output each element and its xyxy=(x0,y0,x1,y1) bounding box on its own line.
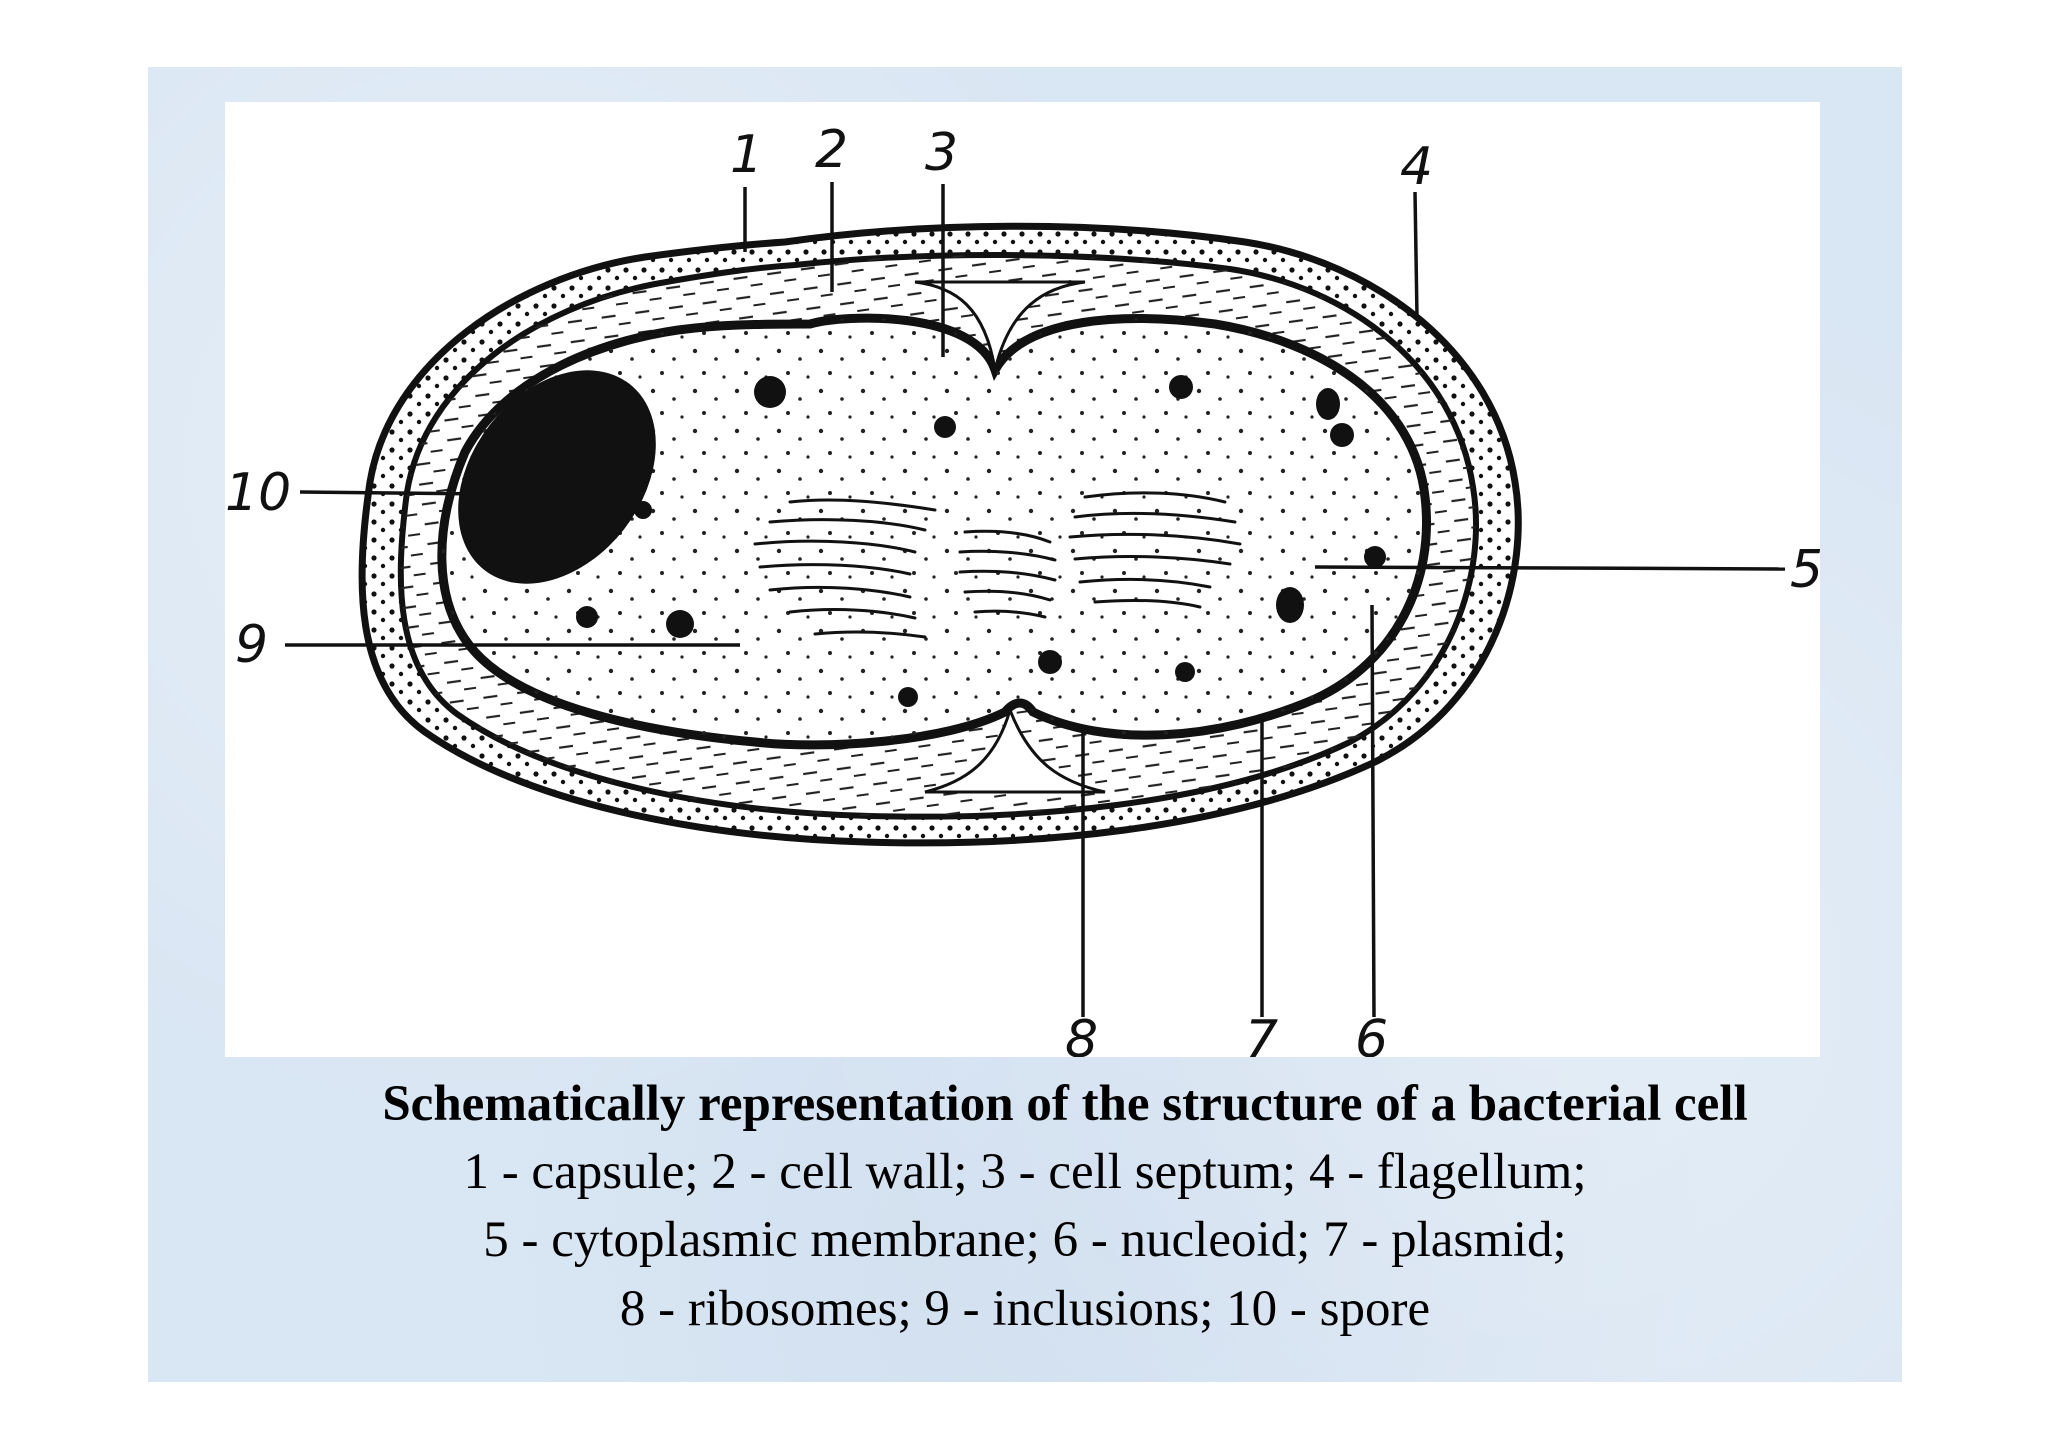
inclusion xyxy=(898,687,918,707)
label-2: 2 xyxy=(815,120,848,180)
nucleoid xyxy=(753,491,1242,639)
inclusion xyxy=(1330,423,1354,447)
label-6: 6 xyxy=(1355,1010,1388,1057)
inclusion xyxy=(634,501,652,519)
label-7: 7 xyxy=(1245,1010,1278,1057)
inclusion xyxy=(576,606,598,628)
caption-line-3: 8 - ribosomes; 9 - inclusions; 10 - spor… xyxy=(619,1281,1431,1337)
inclusion xyxy=(1175,662,1195,682)
inclusion xyxy=(934,416,956,438)
label-8: 8 xyxy=(1065,1010,1098,1057)
bacterial-cell-diagram: 1 2 3 4 5 6 7 8 9 10 xyxy=(225,102,1820,1057)
label-4: 4 xyxy=(1400,137,1433,197)
inclusion xyxy=(1276,587,1304,623)
plasmid-granule xyxy=(1038,650,1062,674)
caption-line-2: 5 - cytoplasmic membrane; 6 - nucleoid; … xyxy=(483,1212,1567,1268)
label-9: 9 xyxy=(235,615,268,675)
diagram-svg: 1 2 3 4 5 6 7 8 9 10 xyxy=(225,120,1820,1057)
inclusion xyxy=(666,610,694,638)
caption-line-1: 1 - capsule; 2 - cell wall; 3 - cell sep… xyxy=(463,1144,1587,1200)
inclusion xyxy=(1364,546,1386,568)
caption-title: Schematically representation of the stru… xyxy=(382,1076,1748,1132)
label-10: 10 xyxy=(225,463,291,523)
septum-top xyxy=(914,280,1086,371)
label-3: 3 xyxy=(925,123,958,183)
label-5: 5 xyxy=(1790,540,1820,600)
inclusion xyxy=(1316,388,1340,420)
label-1: 1 xyxy=(730,125,763,185)
inclusion xyxy=(754,376,786,408)
septum-bottom xyxy=(924,705,1106,794)
spore xyxy=(458,370,656,584)
inclusion xyxy=(1169,375,1193,399)
